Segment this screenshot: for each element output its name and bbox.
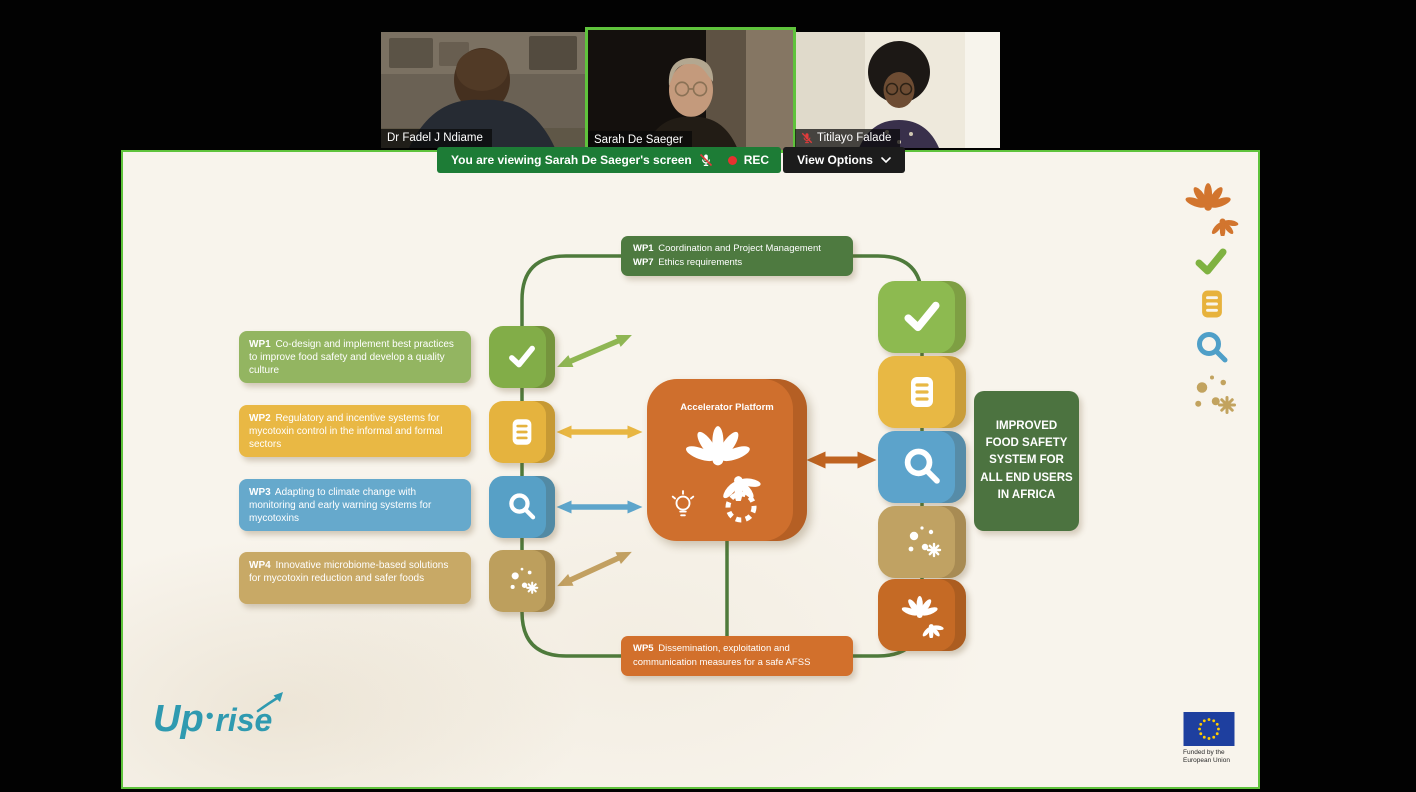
dotted-ring-icon xyxy=(725,491,757,523)
muted-mic-icon xyxy=(801,132,813,144)
list-icon xyxy=(911,377,933,407)
uprise-arrow-icon xyxy=(256,692,283,713)
magnifier-icon xyxy=(899,444,945,490)
chevron-down-icon xyxy=(881,157,891,163)
right-list-tile xyxy=(878,356,966,428)
wp2-box-text: Regulatory and incentive systems for myc… xyxy=(249,413,443,450)
wp5-label: WP5 xyxy=(633,643,654,654)
eu-funding-badge: Funded by the European Union xyxy=(1183,712,1247,766)
participant-name: Titilayo Falade xyxy=(817,132,892,144)
wp1-box-text: Co-design and implement best practices t… xyxy=(249,339,454,376)
wp1-box-label: WP1 xyxy=(249,339,271,350)
outcome-text: IMPROVED FOOD SAFETY SYSTEM FOR ALL END … xyxy=(980,419,1073,501)
corner-magnifier-icon xyxy=(1192,328,1232,368)
video-feed xyxy=(795,32,1000,148)
wp-coordination-box: WP1 Coordination and Project Management … xyxy=(621,236,853,276)
wp4-box-text: Innovative microbiome-based solutions fo… xyxy=(249,560,449,584)
corner-microbes-icon xyxy=(1193,374,1236,414)
participant-name-tag: Dr Fadel J Ndiame xyxy=(381,129,492,148)
eu-funding-line2: European Union xyxy=(1183,757,1230,765)
wp4-microbes-tile xyxy=(489,550,555,612)
wp1-box: WP1 Co-design and implement best practic… xyxy=(239,331,471,383)
wp1-check-tile xyxy=(489,326,555,388)
corner-check-icon xyxy=(1189,242,1233,282)
participant-name-tag: Sarah De Saeger xyxy=(588,131,692,150)
right-hands-tile xyxy=(878,579,966,651)
video-feed xyxy=(588,30,793,150)
coordination-line2: WP7 Ethics requirements xyxy=(633,256,841,270)
wp3-box: WP3 Adapting to climate change with moni… xyxy=(239,479,471,531)
wp4-box: WP4 Innovative microbiome-based solution… xyxy=(239,552,471,604)
shared-screen-frame: WP1 Coordination and Project Management … xyxy=(121,150,1260,789)
screen-share-banner: You are viewing Sarah De Saeger's screen… xyxy=(437,147,905,173)
wp1-coordination-text: Coordination and Project Management xyxy=(658,243,821,254)
coordination-line1: WP1 Coordination and Project Management xyxy=(633,242,841,256)
microbes-icon xyxy=(907,525,942,558)
muted-mic-icon xyxy=(699,153,712,167)
wp2-box-label: WP2 xyxy=(249,413,271,424)
accelerator-platform-box: Accelerator Platform xyxy=(647,379,807,541)
participant-name: Dr Fadel J Ndiame xyxy=(387,132,483,144)
wp5-text: Dissemination, exploitation and communic… xyxy=(633,643,811,668)
video-tile-fadel[interactable]: Dr Fadel J Ndiame xyxy=(381,32,586,148)
right-microbes-tile xyxy=(878,506,966,578)
corner-hands-icon xyxy=(1184,183,1243,236)
view-options-button[interactable]: View Options xyxy=(783,147,905,173)
viewing-status: You are viewing Sarah De Saeger's screen… xyxy=(437,147,782,173)
uprise-logo-up: Up xyxy=(153,698,204,740)
recording-label: REC xyxy=(743,153,770,167)
check-icon xyxy=(899,294,945,340)
uprise-logo-dot: • xyxy=(205,703,214,728)
participant-name-tag: Titilayo Falade xyxy=(795,129,901,148)
presentation-slide: WP1 Coordination and Project Management … xyxy=(123,152,1258,787)
video-tile-titilayo[interactable]: Titilayo Falade xyxy=(795,32,1000,148)
wp3-magnifier-tile xyxy=(489,476,555,538)
wp7-label: WP7 xyxy=(633,256,654,268)
viewing-text: You are viewing Sarah De Saeger's screen xyxy=(451,153,692,167)
magnifier-icon xyxy=(505,490,539,524)
eu-funding-text: Funded by the European Union xyxy=(1183,749,1247,766)
wp3-box-text: Adapting to climate change with monitori… xyxy=(249,487,432,524)
accelerator-platform-title: Accelerator Platform xyxy=(680,402,774,413)
wp5-box: WP5 Dissemination, exploitation and comm… xyxy=(621,636,853,676)
eu-flag-icon xyxy=(1183,712,1235,746)
right-check-tile xyxy=(878,281,966,353)
lightbulb-icon xyxy=(671,490,695,517)
wp1-label: WP1 xyxy=(633,243,654,254)
microbes-icon xyxy=(509,566,539,594)
right-magnifier-tile xyxy=(878,431,966,503)
hands-icon xyxy=(900,596,945,638)
corner-list-icon xyxy=(1202,290,1222,318)
video-tile-sarah[interactable]: Sarah De Saeger xyxy=(585,27,796,153)
wp2-list-tile xyxy=(489,401,555,463)
list-icon xyxy=(512,419,532,445)
wp4-box-label: WP4 xyxy=(249,560,271,571)
uprise-logo: Up•rise xyxy=(153,692,283,741)
wp7-ethics-text: Ethics requirements xyxy=(658,256,743,268)
recording-dot-icon xyxy=(727,155,737,165)
eu-funding-line1: Funded by the xyxy=(1183,749,1225,756)
check-icon xyxy=(505,340,539,374)
wp3-box-label: WP3 xyxy=(249,487,271,498)
wp2-box: WP2 Regulatory and incentive systems for… xyxy=(239,405,471,457)
participant-name: Sarah De Saeger xyxy=(594,134,683,146)
view-options-label: View Options xyxy=(797,153,873,167)
outcome-box: IMPROVED FOOD SAFETY SYSTEM FOR ALL END … xyxy=(974,391,1079,531)
